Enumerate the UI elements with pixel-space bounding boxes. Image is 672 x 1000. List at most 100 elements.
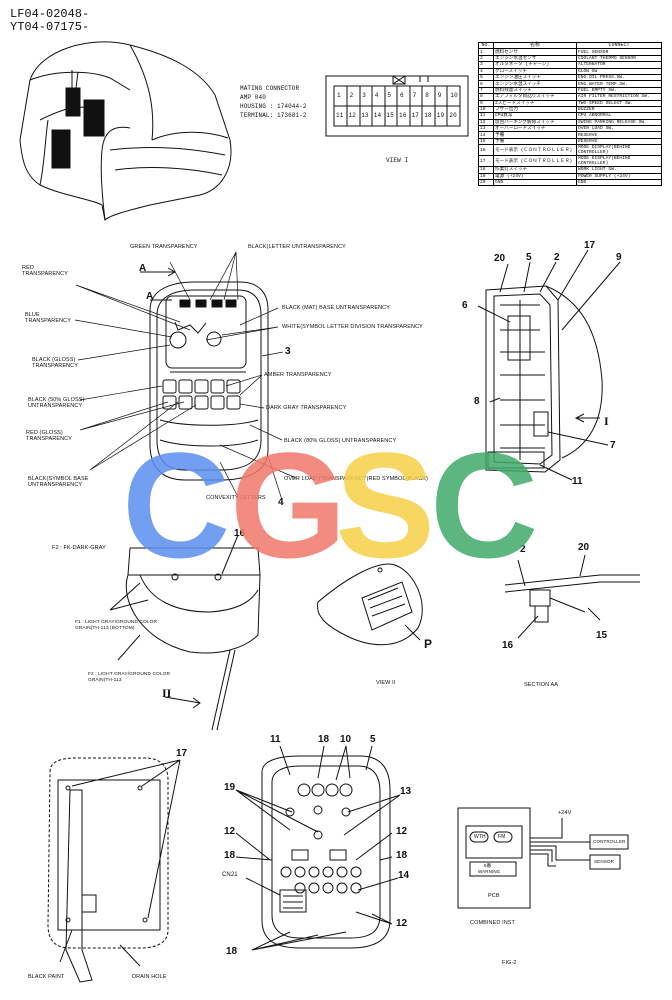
side-callout-17: 17	[584, 240, 596, 251]
label-black-symbol-base: BLACK(SYMBOL BASE UNTRANSPARENCY	[28, 476, 89, 488]
label-black-paint: BLACK PAINT	[28, 974, 65, 980]
mating-title: MATING CONNECTOR	[240, 85, 300, 92]
label-black-mat: BLACK (MAT) BASE UNTRANSPARENCY	[282, 305, 391, 311]
section-callout-20: 20	[578, 542, 590, 553]
fig2-warn-1: 6番	[484, 863, 492, 868]
section-callout-16: 16	[502, 640, 514, 651]
view-ii-drawing	[316, 563, 423, 646]
pcb-view-drawing	[235, 745, 401, 951]
table-cell-connect: CPU ABNORMAL	[576, 112, 662, 120]
cover-drawing	[109, 534, 261, 731]
mating-housing: HOUSING : 174044-2	[240, 103, 307, 110]
pin-number: 19	[436, 112, 445, 119]
view-ii-label: VIEW II	[376, 680, 396, 686]
label-black-50-gloss: BLACK (50% GLOSS) UNTRANSPARENCY	[28, 397, 85, 409]
pin-number: 14	[373, 112, 382, 119]
label-f1-light-gray: F1 : LIGHT GRAY/GROUND COLOR GRAIN(TH-11…	[75, 620, 158, 631]
watermark-letter: C	[122, 421, 231, 589]
fig2-drawing	[457, 807, 629, 909]
section-callout-2: 2	[520, 544, 526, 555]
table-cell-no: 17	[478, 155, 494, 168]
table-cell-connect: GLOW SW	[576, 67, 662, 75]
table-cell-connect: ENG.OIL PRESS.SW.	[576, 73, 662, 82]
cab-drawing	[19, 41, 232, 222]
label-blue-transparency: BLUE TRANSPARENCY	[25, 312, 72, 324]
table-cell-connect: FUEL EMPTY SW.	[576, 86, 662, 95]
pcb-callout-11: 11	[270, 734, 281, 745]
section-a-upper: A	[139, 263, 147, 274]
label-overload: OVER LOAD (TRANSPARENCY(RED SYMBOL(BLACK…	[284, 476, 428, 482]
side-callout-20: 20	[494, 253, 506, 264]
front-panel-leaders	[74, 251, 297, 501]
pin-number: 16	[399, 112, 407, 119]
back-view-drawing	[47, 757, 181, 983]
fig2-sensor: SENSOR	[594, 859, 615, 864]
table-cell-no: 20	[478, 178, 494, 187]
fig2-pcb: PCB	[488, 893, 500, 899]
pcb-callout-12-left: 12	[224, 826, 236, 837]
view-i-label: VIEW I	[386, 157, 409, 164]
fig2-controller: CONTROLLER	[593, 839, 626, 844]
fig2-24v: +24V	[558, 810, 572, 816]
side-callout-5: 5	[526, 252, 532, 263]
pin-number: 17	[411, 112, 419, 119]
callout-3: 3	[285, 346, 291, 357]
fig2-wth: WTH	[474, 834, 486, 840]
label-f2-light-gray: F2 : LIGHT GRAY/GROUND COLOR GRAIN(TH-11…	[88, 672, 171, 683]
table-cell-no: 16	[478, 144, 494, 157]
pin-number: 10	[450, 92, 458, 99]
pin-number: 18	[424, 112, 432, 119]
label-f2-dark-gray: F2 : FK-DARK-GRAY	[52, 545, 106, 551]
section-aa-drawing	[504, 554, 640, 639]
view-ii-p: P	[424, 637, 433, 651]
pcb-callout-18-bottom: 18	[226, 946, 238, 957]
pin-number: 3	[362, 92, 366, 99]
pcb-callout-5: 5	[370, 734, 376, 745]
side-callout-6: 6	[462, 300, 468, 311]
table-cell-connect: MODE DISPLAY(BEHIND CONTROLLER)	[576, 144, 662, 157]
table-cell-name: モード表示 (ＣＯＮＴＲＯＬＬＥＲ)	[493, 155, 577, 168]
part-number-line-2: YT04-07175-	[10, 20, 90, 34]
table-cell-connect: ENG.WATER TEMP.SW.	[576, 80, 662, 88]
section-aa-label: SECTION AA	[524, 682, 559, 688]
pin-number: 9	[437, 92, 442, 99]
label-red-transparency: RED TRANSPARENCY	[22, 265, 69, 277]
pin-number: 13	[361, 112, 369, 119]
pcb-callout-14: 14	[398, 870, 410, 881]
label-dark-gray: DARK GRAY TRANSPARENCY	[266, 405, 347, 411]
section-callout-15: 15	[596, 630, 608, 641]
side-view-drawing	[477, 249, 621, 481]
pcb-callout-18-right: 18	[396, 850, 408, 861]
fig2-warn-2: WARNING	[478, 869, 501, 874]
pcb-callout-10: 10	[340, 734, 352, 745]
pcb-callout-19: 19	[224, 782, 236, 793]
table-cell-connect: TWO-SPEED SELECT SW.	[576, 99, 662, 107]
connector-view-i	[325, 75, 469, 137]
pin-number: 11	[336, 112, 344, 119]
pcb-callout-12-bottom: 12	[396, 918, 408, 929]
label-red-gloss: RED (GLOSS) TRANSPARENCY	[26, 430, 73, 442]
pcb-callout-18-left: 18	[224, 850, 236, 861]
pcb-callout-13: 13	[400, 786, 412, 797]
label-black-letter: BLACK(LETTER UNTRANSPARENCY	[248, 244, 346, 250]
table-cell-connect: ALTERNATOR	[576, 61, 662, 69]
table-cell-name: モード表示 (ＣＯＮＴＲＯＬＬＥＲ)	[493, 144, 577, 157]
pcb-callout-12-right: 12	[396, 826, 408, 837]
pin-number: 15	[386, 112, 394, 119]
pin-number: 8	[425, 92, 429, 99]
pcb-callout-18-top: 18	[318, 734, 330, 745]
label-convexity: CONVEXITY LETTERS	[206, 495, 266, 501]
label-amber: AMBER TRANSPARENCY	[264, 372, 332, 378]
label-cn21: CN21	[222, 872, 238, 878]
table-cell-connect: MODE DISPLAY(BEHIND CONTROLLER)	[576, 155, 662, 168]
